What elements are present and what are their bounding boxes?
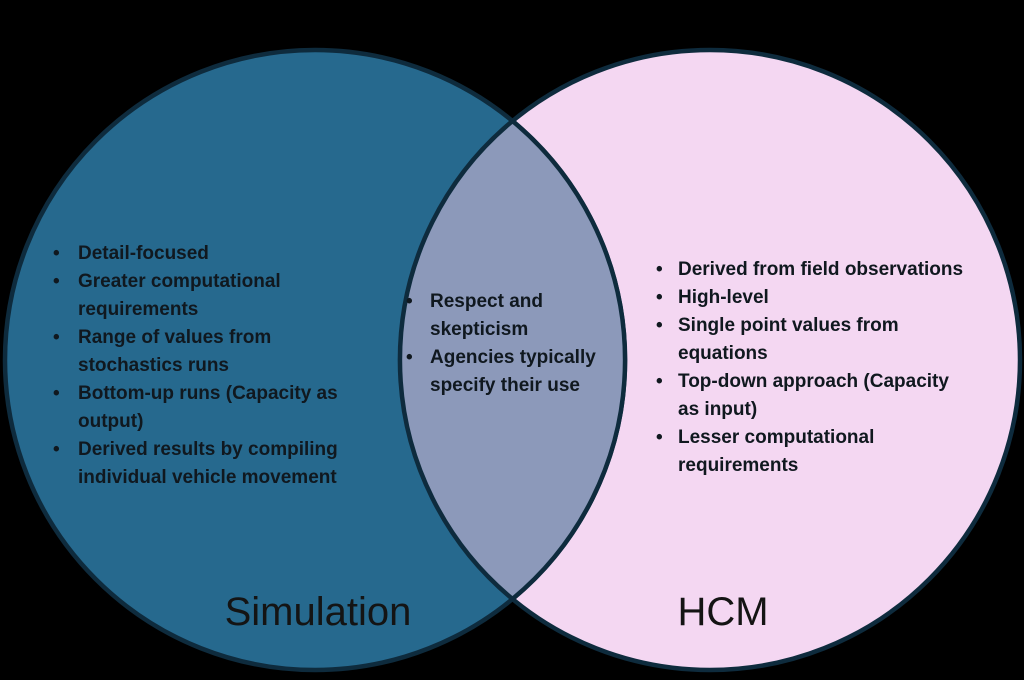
overlap-bullet-list: Respect and skepticismAgencies typically… <box>403 288 618 400</box>
bullet-item: Lesser computational requirements <box>653 424 1001 480</box>
bullet-item: Single point values from equations <box>653 312 1001 368</box>
bullet-item: Detail-focused <box>50 240 380 268</box>
bullet-item: Respect and skepticism <box>403 288 618 344</box>
hcm-bullet-list: Derived from field observationsHigh-leve… <box>653 256 1001 480</box>
bullet-item: Range of values from stochastics runs <box>50 324 380 380</box>
bullet-item: Bottom-up runs (Capacity as output) <box>50 380 380 436</box>
bullet-item: Derived results by compiling individual … <box>50 436 380 492</box>
simulation-bullet-list: Detail-focusedGreater computational requ… <box>50 240 380 492</box>
bullet-item: Top-down approach (Capacity as input) <box>653 368 1001 424</box>
bullet-item: Greater computational requirements <box>50 268 380 324</box>
bullet-item: Derived from field observations <box>653 256 1001 284</box>
simulation-label: Simulation <box>224 590 412 634</box>
bullet-item: Agencies typically specify their use <box>403 344 618 400</box>
hcm-label: HCM <box>677 590 769 634</box>
bullet-item: High-level <box>653 284 1001 312</box>
